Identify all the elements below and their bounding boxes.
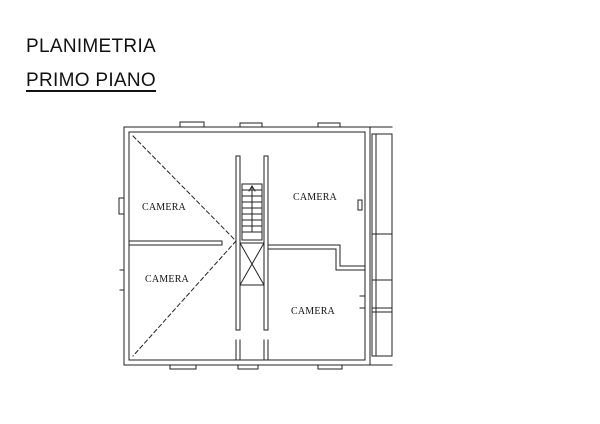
room-label-camera-top-left: CAMERA — [142, 202, 187, 213]
adjacent-building — [369, 126, 393, 366]
outer-walls — [118, 121, 371, 370]
room-label-camera-bottom-right: CAMERA — [291, 306, 336, 317]
room-label-camera-bottom-left: CAMERA — [145, 274, 190, 285]
plan-subtitle: PRIMO PIANO — [26, 70, 156, 91]
plan-title: PLANIMETRIA — [26, 36, 156, 57]
stair-core — [235, 155, 269, 361]
dashed-diagonals — [132, 135, 237, 357]
room-label-camera-top-right: CAMERA — [293, 192, 338, 203]
partitions — [128, 199, 366, 309]
